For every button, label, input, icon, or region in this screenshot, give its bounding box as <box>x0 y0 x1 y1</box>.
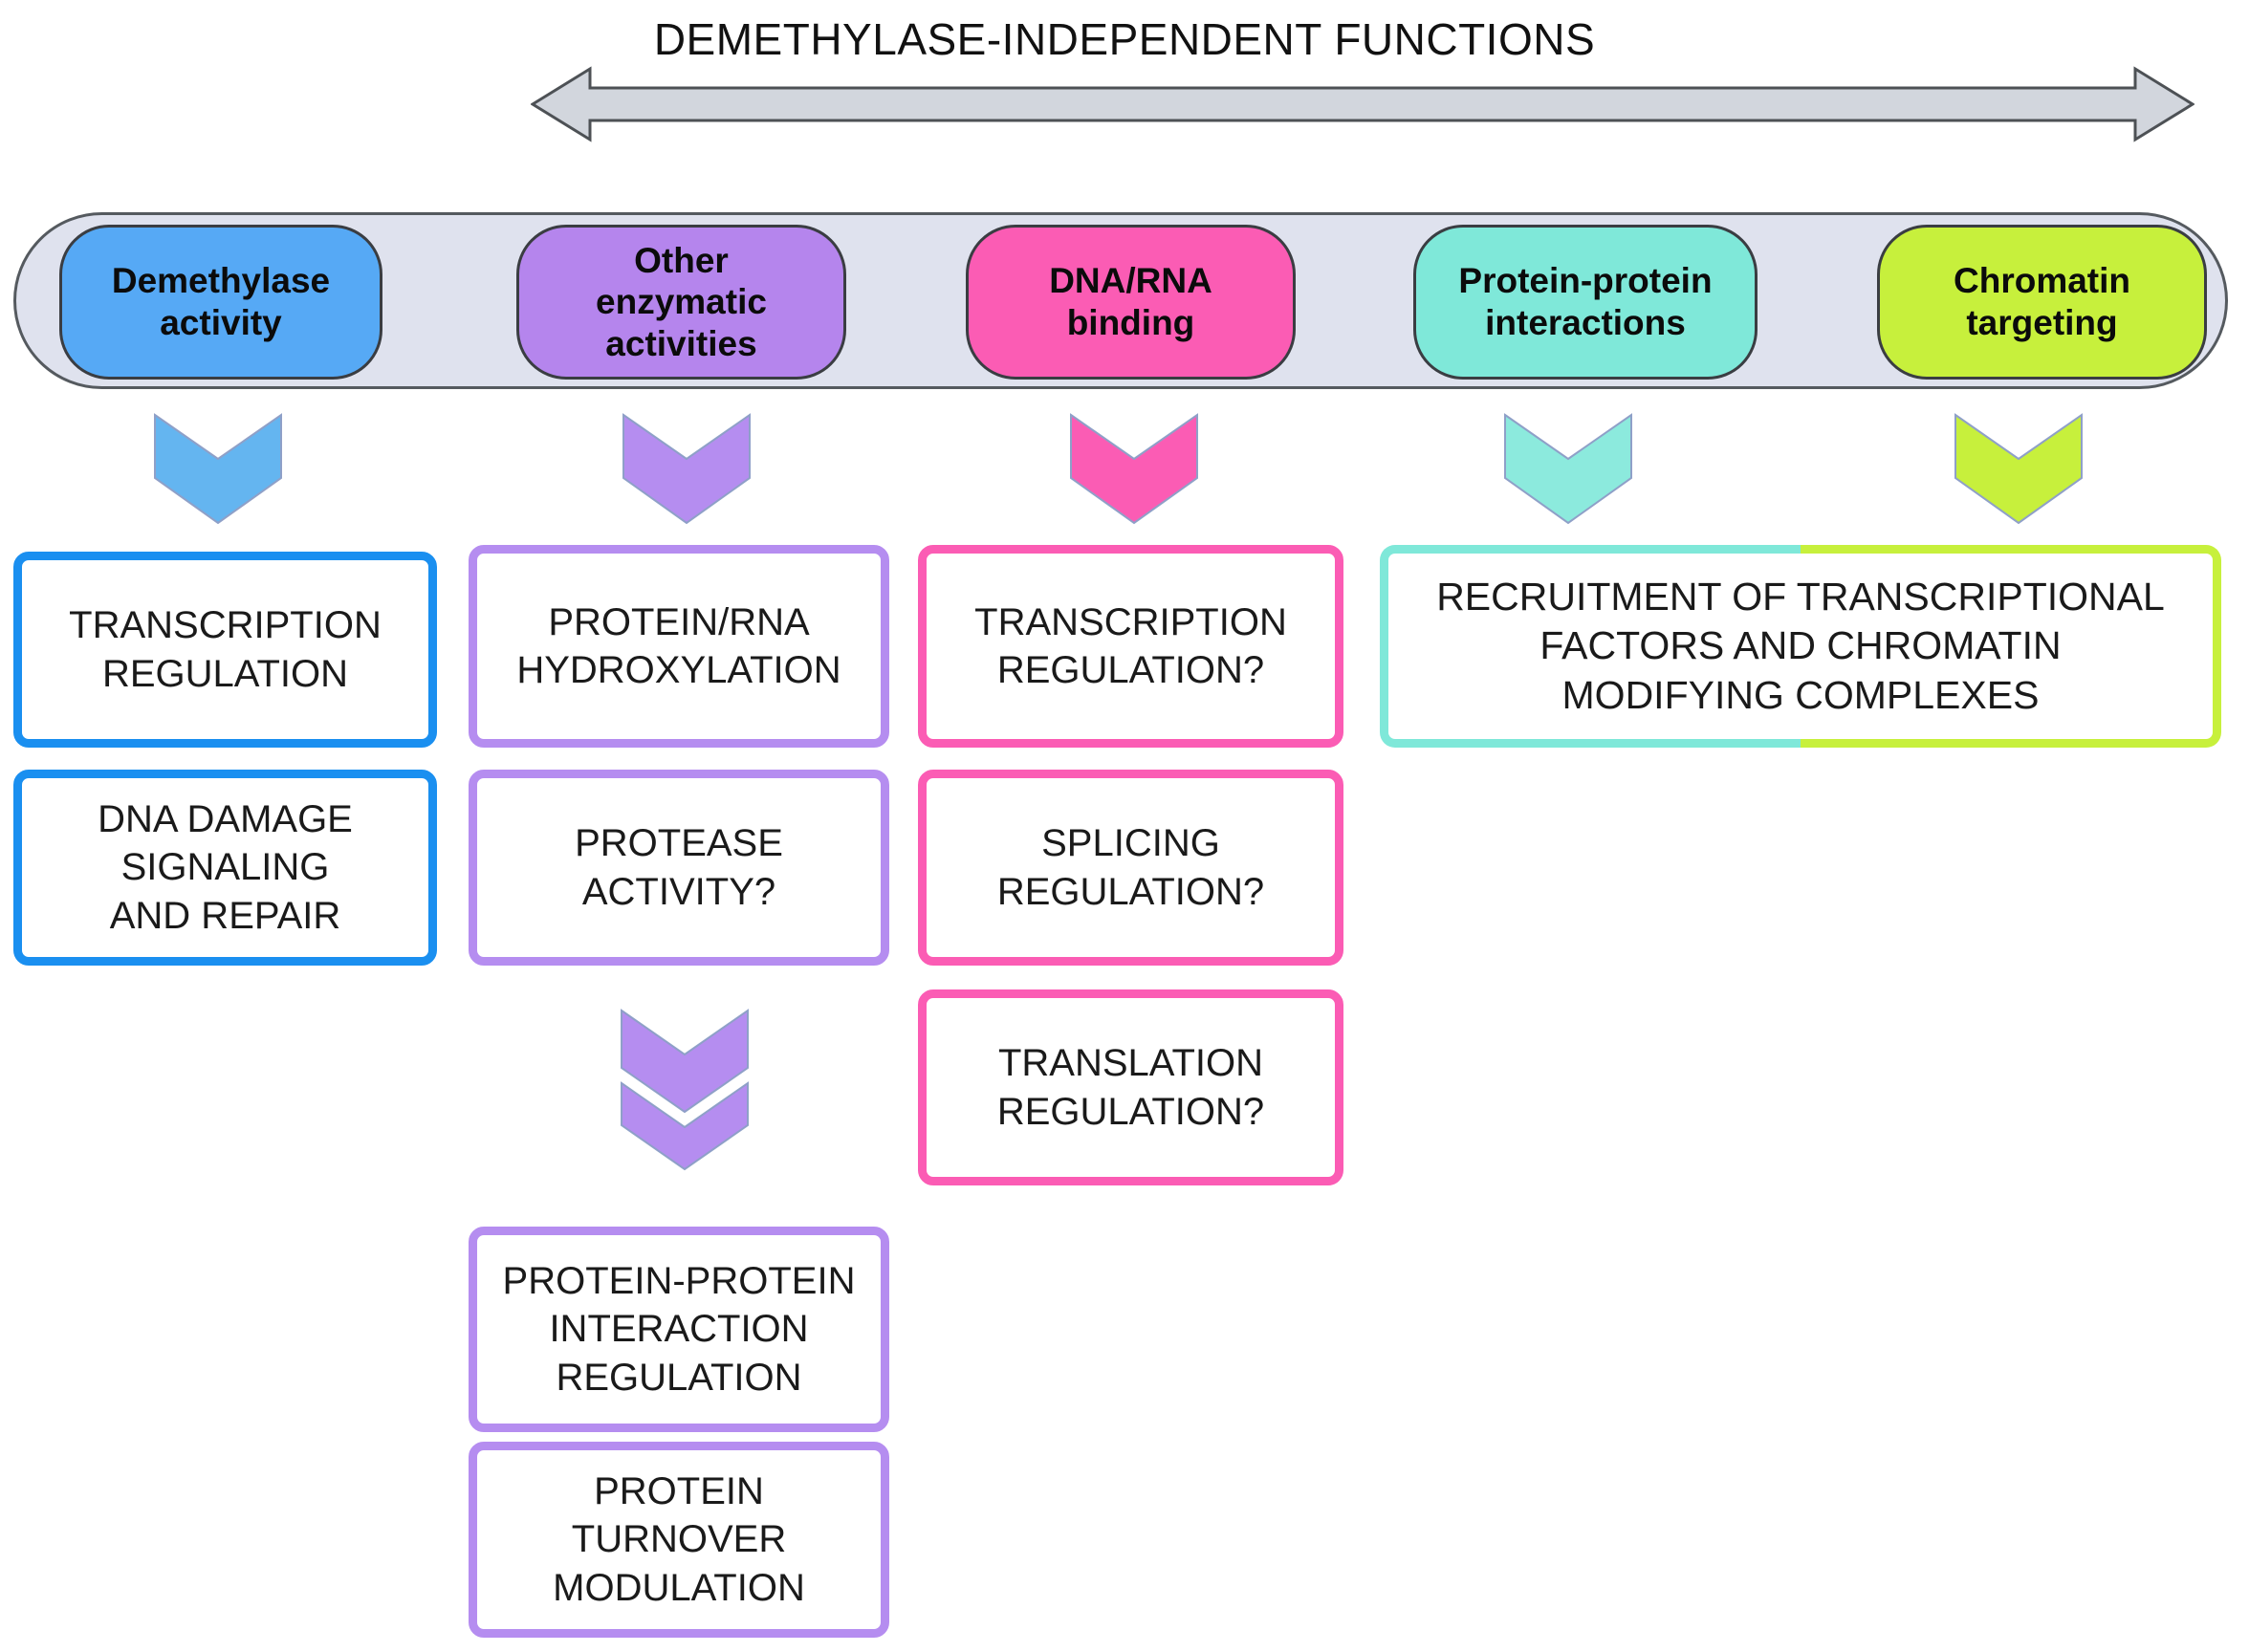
page-title: DEMETHYLASE-INDEPENDENT FUNCTIONS <box>653 14 1596 64</box>
chevron-demethylase-icon <box>153 413 283 525</box>
chevron-chromatin-icon <box>1954 413 2084 525</box>
chevron-protein-protein-icon <box>1503 413 1633 525</box>
chevron-dnarna-icon <box>1069 413 1199 525</box>
chevron-enzymatic-icon <box>622 413 752 525</box>
chevron-protease-double-icon <box>620 1009 750 1171</box>
double-headed-arrow-icon <box>531 65 2194 143</box>
